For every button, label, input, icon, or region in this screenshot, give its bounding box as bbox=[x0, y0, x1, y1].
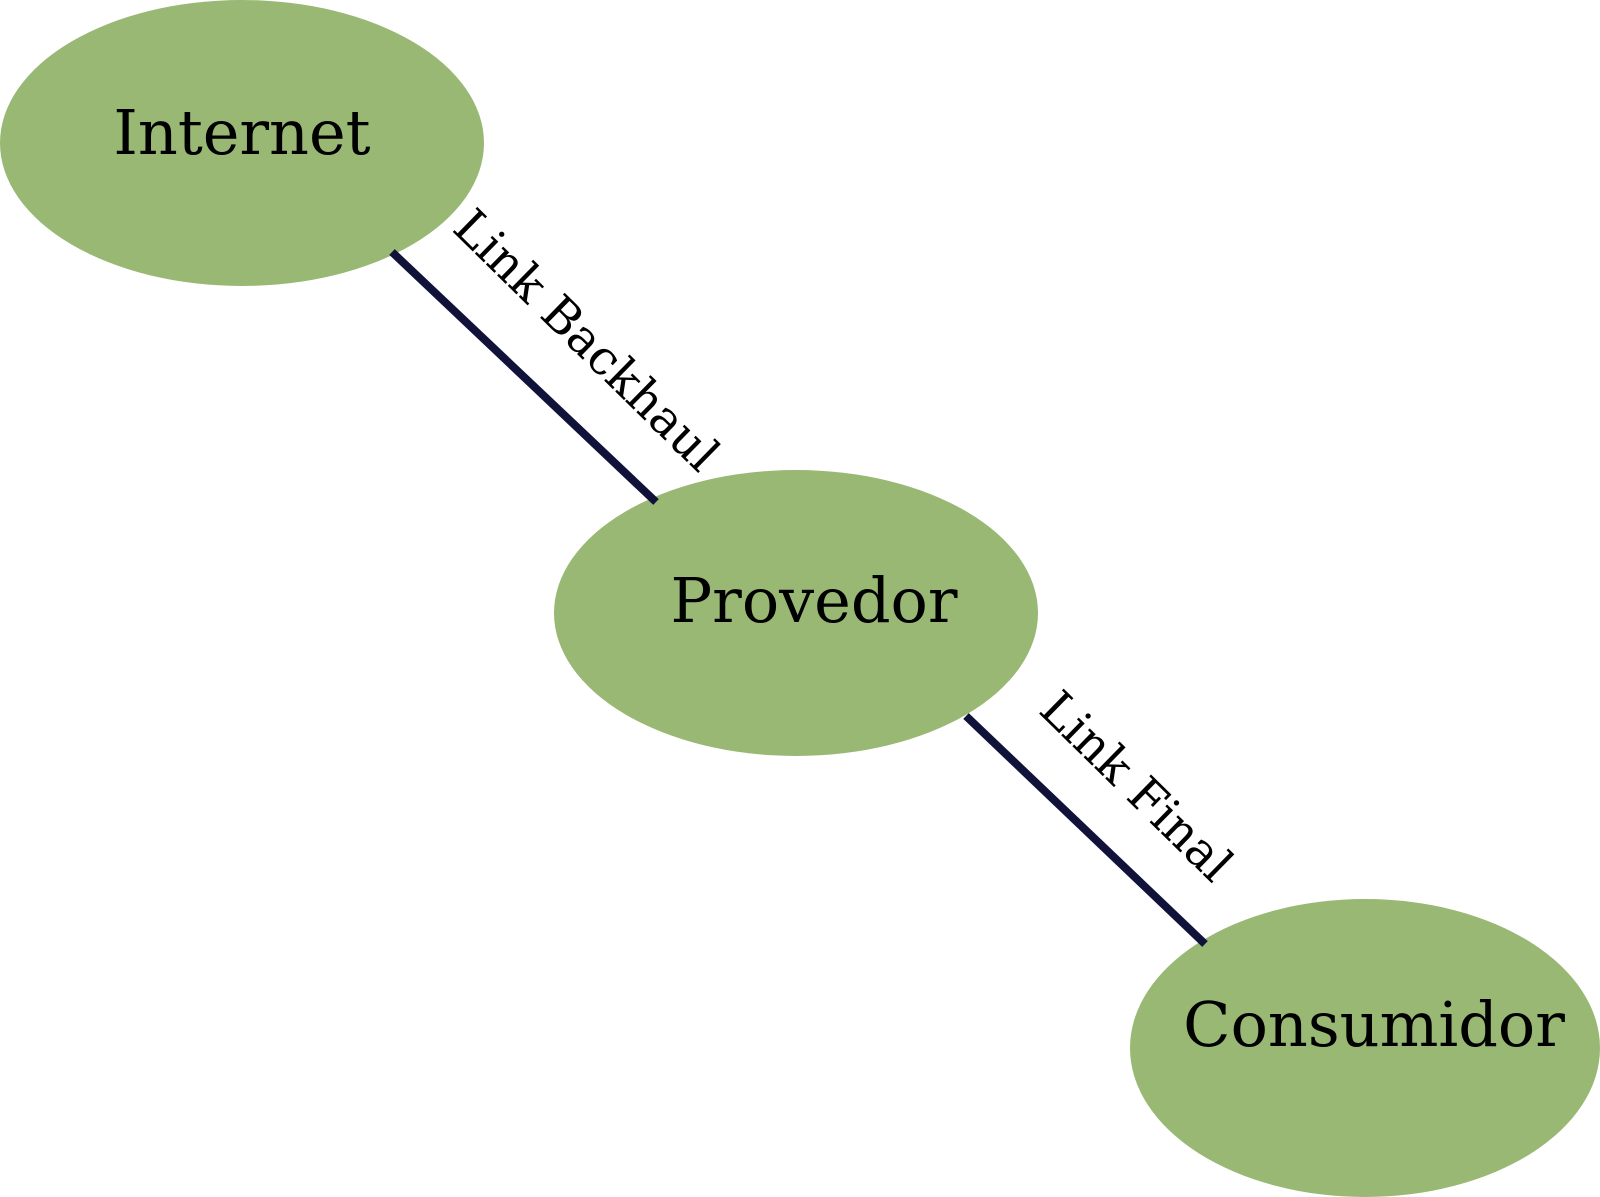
node-provedor-label: Provedor bbox=[670, 564, 957, 637]
node-internet-shape bbox=[0, 0, 484, 286]
node-internet: Internet bbox=[0, 0, 484, 286]
node-consumidor-shape bbox=[1130, 899, 1600, 1197]
node-consumidor-label: Consumidor bbox=[1183, 988, 1565, 1061]
edge-final: Link Final bbox=[963, 680, 1244, 947]
edge-backhaul-line bbox=[389, 249, 659, 505]
node-consumidor: Consumidor bbox=[1130, 899, 1600, 1197]
edge-backhaul: Link Backhaul bbox=[389, 199, 730, 505]
node-provedor: Provedor bbox=[554, 470, 1038, 756]
edge-final-line bbox=[963, 713, 1208, 947]
node-provedor-shape bbox=[554, 470, 1038, 756]
edge-final-label: Link Final bbox=[1029, 680, 1244, 892]
node-internet-label: Internet bbox=[113, 96, 370, 169]
